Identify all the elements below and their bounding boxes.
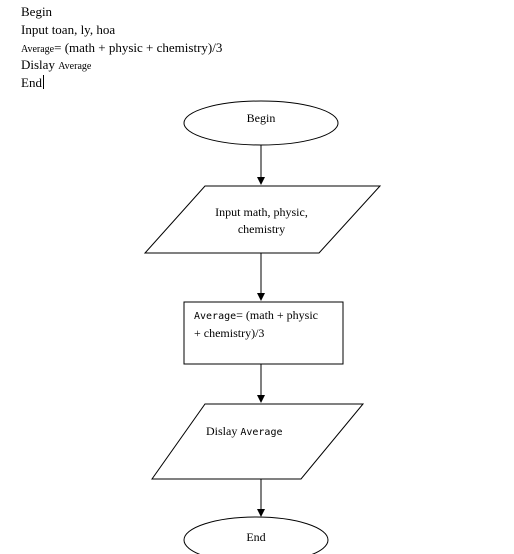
pseudocode-line-input: Input toan, ly, hoa (21, 21, 116, 37)
pseudocode-line-display: Dislay Average (21, 56, 222, 74)
pseudocode-average-var: Average (21, 43, 55, 55)
input-label-line2: chemistry (237, 222, 286, 236)
process-label-line2: + chemistry)/3 (194, 326, 265, 340)
output-label: Dislay Average (206, 423, 326, 441)
pseudocode-line-begin: Begin (21, 4, 53, 19)
pseudocode-line-average: Average= (math + physic + chemistry)/3 (21, 39, 222, 57)
pseudocode-average-formula: = (math + physic + chemistry)/3 (54, 39, 223, 55)
input-label-line1: Input math, physic, (215, 205, 308, 219)
pseudocode-end-text: End (21, 75, 42, 91)
input-label: Input math, physic, chemistry (190, 204, 333, 238)
output-parallelogram (151, 403, 365, 480)
process-average-var: Average (194, 311, 237, 322)
process-label-line1: Average= (math + physic (194, 307, 340, 325)
pseudocode-display-text: Dislay (21, 57, 55, 73)
pseudocode-line-end: End (21, 74, 222, 92)
text-cursor (42, 75, 44, 90)
process-label: Average= (math + physic + chemistry)/3 (194, 307, 340, 342)
input-parallelogram (143, 185, 382, 254)
process-formula-part1: = (math + physic (236, 308, 319, 322)
start-label: Begin (246, 111, 276, 125)
end-label: End (246, 530, 266, 544)
pseudocode-display-var: Average (58, 61, 92, 73)
output-display-text: Dislay (206, 424, 238, 438)
process-rectangle (183, 301, 344, 365)
pseudocode-text: Begin Input toan, ly, hoa Average= (math… (21, 3, 222, 92)
end-terminal (183, 516, 329, 554)
output-average-var: Average (240, 427, 283, 438)
